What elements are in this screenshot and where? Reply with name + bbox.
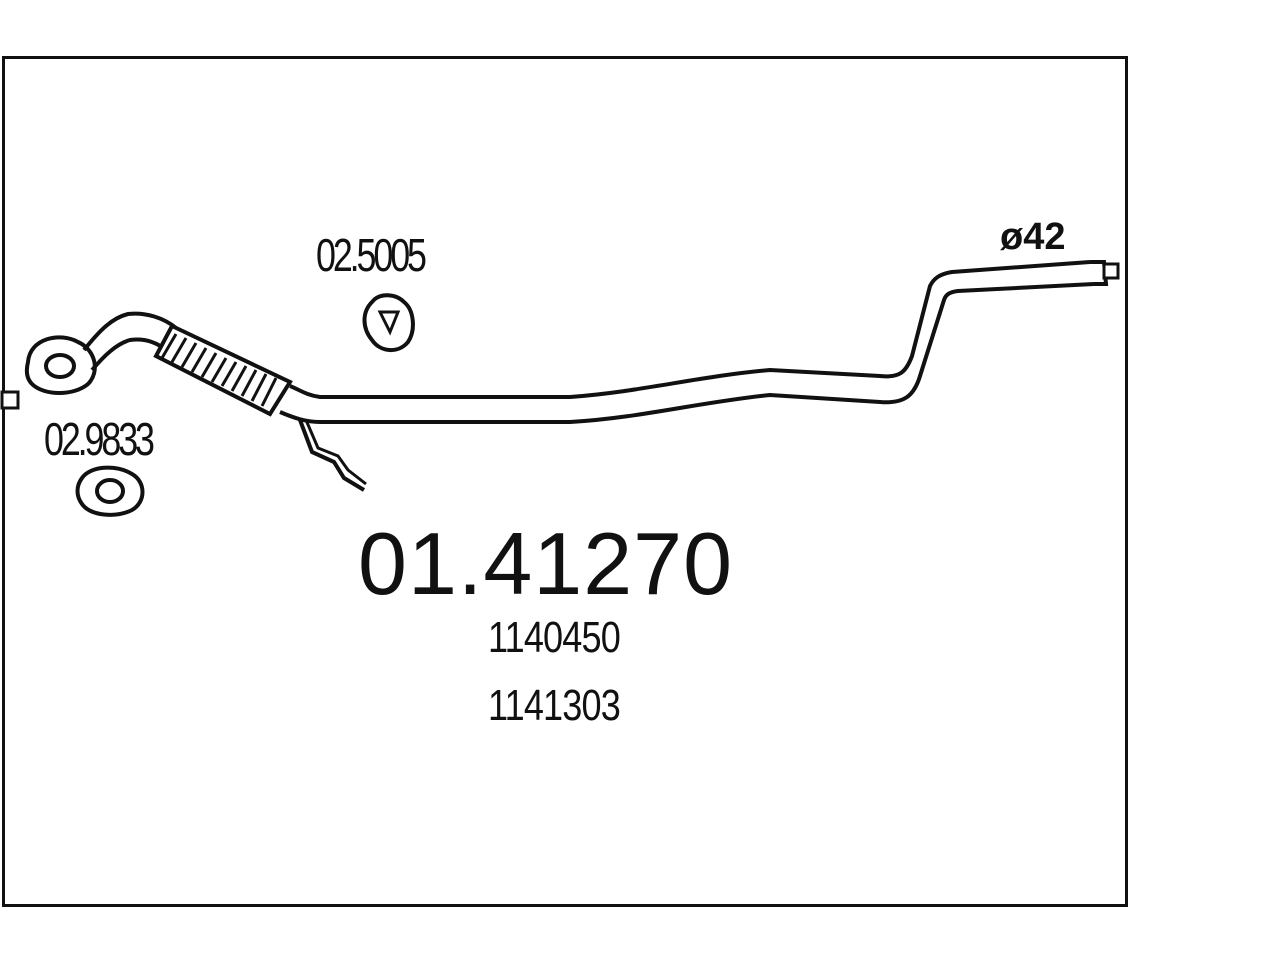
frame-left-tab [0,390,20,410]
diagram-frame [2,56,1128,907]
flex-bellows [153,323,293,417]
gasket-part-number: 02.9833 [44,413,155,465]
rubber-hanger-icon [362,293,415,352]
reference-number: 1141303 [488,681,621,730]
front-pipe-bend [82,311,178,372]
hanger-bracket [298,419,367,492]
main-pipe [279,260,1120,424]
hanger-part-number: 02.5005 [316,229,427,281]
main-part-number: 01.41270 [358,514,734,613]
inlet-flange [24,335,97,395]
diameter-label: ø42 [1000,216,1066,258]
reference-number: 1140450 [488,613,621,662]
flange-gasket-icon [75,465,145,517]
